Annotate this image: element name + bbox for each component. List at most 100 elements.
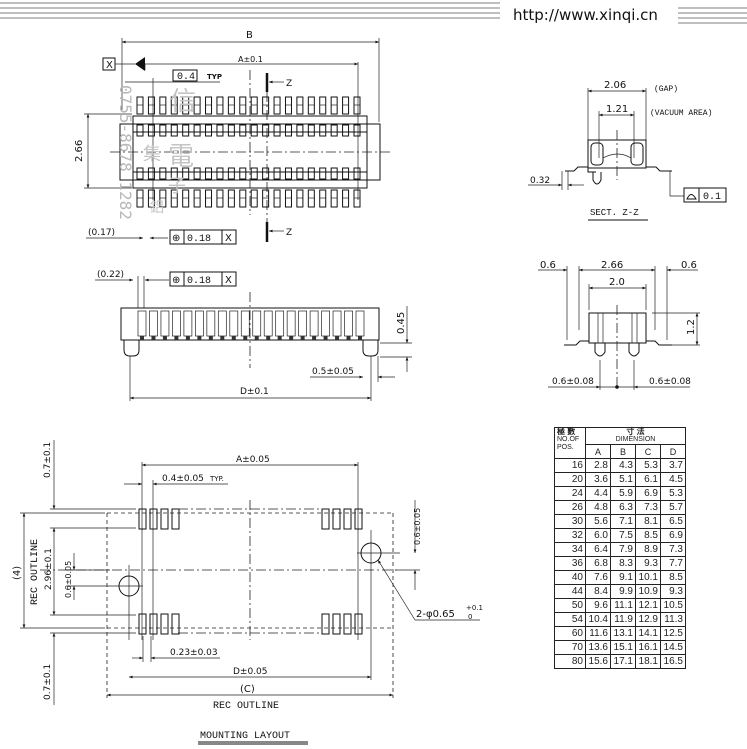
dim-cell-d: 16.5 <box>660 654 686 669</box>
pad <box>321 613 330 635</box>
pin-top <box>296 96 304 115</box>
pad <box>149 613 158 635</box>
boss-right <box>362 340 379 357</box>
dim-cell-c: 5.3 <box>635 458 661 473</box>
pos-cell: 20 <box>554 472 586 487</box>
dim-cell-a: 4.4 <box>585 486 611 501</box>
pos-cell: 26 <box>554 500 586 515</box>
contact-top <box>227 124 235 137</box>
end-height: 1.2 <box>686 319 697 335</box>
contact-bottom <box>330 167 338 180</box>
pad <box>149 508 158 530</box>
pin-bottom <box>296 189 304 208</box>
mounting-layout-title: MOUNTING LAYOUT <box>200 731 290 742</box>
header-url[interactable]: http://www.xinqi.cn <box>510 6 661 24</box>
side-view: (0.22) ⊕ 0.18 X 0.45 0.5±0.05 D±0.1 <box>95 270 412 401</box>
contact-bottom <box>250 167 258 180</box>
header-no-of-pos: 極 數 NO.OF POS. <box>554 427 586 459</box>
tol-value: 0.18 <box>187 234 211 245</box>
pad <box>332 613 341 635</box>
pad <box>354 508 363 530</box>
dim-cell-b: 11.9 <box>610 612 636 627</box>
contact-top <box>216 124 224 137</box>
end-right: 0.6 <box>681 260 697 271</box>
side-contact <box>206 310 216 337</box>
watermark-char: 子 <box>168 176 186 197</box>
side-foot <box>140 336 144 340</box>
contact-top <box>296 124 304 137</box>
side-contact <box>286 310 296 337</box>
pin-bottom <box>216 189 224 208</box>
pin-bottom <box>284 189 292 208</box>
pin-bottom <box>182 189 190 208</box>
tol-value: 0.18 <box>187 276 211 287</box>
dim-cell-d: 5.3 <box>660 486 686 501</box>
section-zz: 2.06 (GAP) 1.21 (VACUUM AREA) 0.32 0.1 S… <box>528 80 727 221</box>
header-pos-cn: 極 數 <box>557 427 576 436</box>
mount-pitch-typ: TYP. <box>209 475 224 483</box>
pin-top <box>262 96 270 115</box>
end-left: 0.6 <box>540 260 556 271</box>
side-foot <box>358 336 362 340</box>
boss-right-dim: 0.6±0.08 <box>649 377 691 387</box>
pin-top <box>239 96 247 115</box>
hole-offset-right: 0.6±0.05 <box>413 508 422 545</box>
dim-cell-a: 7.6 <box>585 570 611 585</box>
dim-cell-d: 7.7 <box>660 556 686 571</box>
mounting-pads <box>138 508 363 635</box>
pos-cell: 44 <box>554 584 586 599</box>
contact-top <box>205 124 213 137</box>
side-foot <box>243 336 248 340</box>
boss-left-dim: 0.6±0.08 <box>552 377 594 387</box>
pin-top <box>182 96 190 115</box>
contact-top <box>353 124 361 137</box>
pitch-box <box>172 69 198 82</box>
pad <box>343 508 352 530</box>
dim-cell-d: 7.3 <box>660 542 686 557</box>
side-foot <box>335 336 340 340</box>
header-stripes <box>0 2 747 24</box>
contact-top <box>330 124 338 137</box>
side-contact <box>149 310 158 337</box>
dim-cell-c: 14.1 <box>635 626 661 641</box>
contact-bottom <box>342 167 350 180</box>
dim-cell-b: 7.5 <box>610 528 636 543</box>
dim-cell-c: 12.1 <box>635 598 661 613</box>
contact-bottom <box>307 167 315 180</box>
pin-top <box>170 96 178 115</box>
contact-bottom <box>284 167 292 180</box>
contact-top <box>284 124 292 137</box>
header-dimension: 寸 法 DIMENSION <box>585 427 686 445</box>
side-contact <box>355 310 365 337</box>
pad <box>160 613 169 635</box>
dim-cell-d: 8.5 <box>660 570 686 585</box>
pin-bottom <box>159 189 167 208</box>
dim-cell-d: 4.5 <box>660 472 686 487</box>
rec-outline-vertical: REC OUTLINE <box>30 539 41 605</box>
dim-cell-a: 2.8 <box>585 458 611 473</box>
pad-width: 0.23±0.03 <box>170 648 218 658</box>
side-foot <box>277 336 282 340</box>
contact-bottom <box>319 167 327 180</box>
side-contact <box>160 310 170 337</box>
side-foot <box>323 336 328 340</box>
contact-bottom <box>262 167 270 180</box>
pin-bottom <box>147 189 155 208</box>
side-foot <box>254 336 259 340</box>
dim-cell-a: 9.6 <box>585 598 611 613</box>
hole-tol-upper: +0.1 <box>466 604 483 612</box>
pos-cell: 50 <box>554 598 586 613</box>
side-foot <box>208 336 213 340</box>
contact-top <box>239 124 247 137</box>
contact-bottom <box>136 167 144 180</box>
flatness-frame: 0.1 <box>683 187 727 203</box>
pin-top <box>147 96 155 115</box>
dim-cell-d: 14.5 <box>660 640 686 655</box>
contact-bottom <box>193 167 201 180</box>
dim-cell-b: 5.1 <box>610 472 636 487</box>
